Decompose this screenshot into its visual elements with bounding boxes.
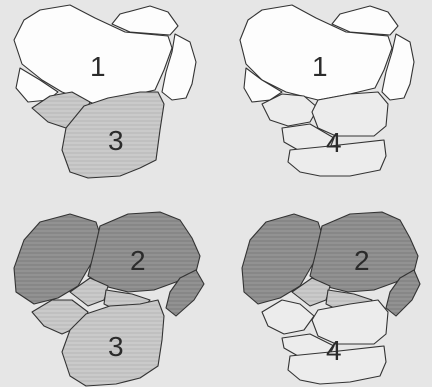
stone-4	[287, 345, 387, 385]
stone-right	[161, 33, 197, 101]
stone-right	[381, 33, 415, 101]
label-b: 4	[326, 127, 342, 158]
stone-right	[385, 269, 421, 317]
stone-top-small	[331, 5, 399, 36]
stone-middle-right	[311, 299, 389, 345]
label-b: 3	[108, 331, 124, 362]
label-b: 3	[108, 125, 124, 156]
stone-top-left	[13, 213, 103, 305]
panel-top-right: 1 4	[239, 4, 415, 177]
stone-1-large	[239, 4, 393, 101]
label-a: 1	[90, 51, 106, 82]
panel-top-left: 1 3	[13, 4, 197, 179]
stone-3	[61, 91, 165, 179]
label-a: 2	[354, 245, 370, 276]
stone-small-left	[261, 299, 315, 335]
label-a: 2	[130, 245, 146, 276]
panel-bottom-left: 2 3	[13, 211, 205, 387]
stone-3	[61, 299, 165, 387]
label-b: 4	[326, 335, 342, 366]
panel-bottom-right: 2 4	[241, 211, 421, 385]
stone-top-small	[111, 5, 179, 36]
stone-middle-right	[311, 91, 389, 137]
stone-right	[165, 269, 205, 317]
stone-top-left	[241, 213, 325, 305]
stone-4	[287, 139, 387, 177]
label-a: 1	[312, 51, 328, 82]
